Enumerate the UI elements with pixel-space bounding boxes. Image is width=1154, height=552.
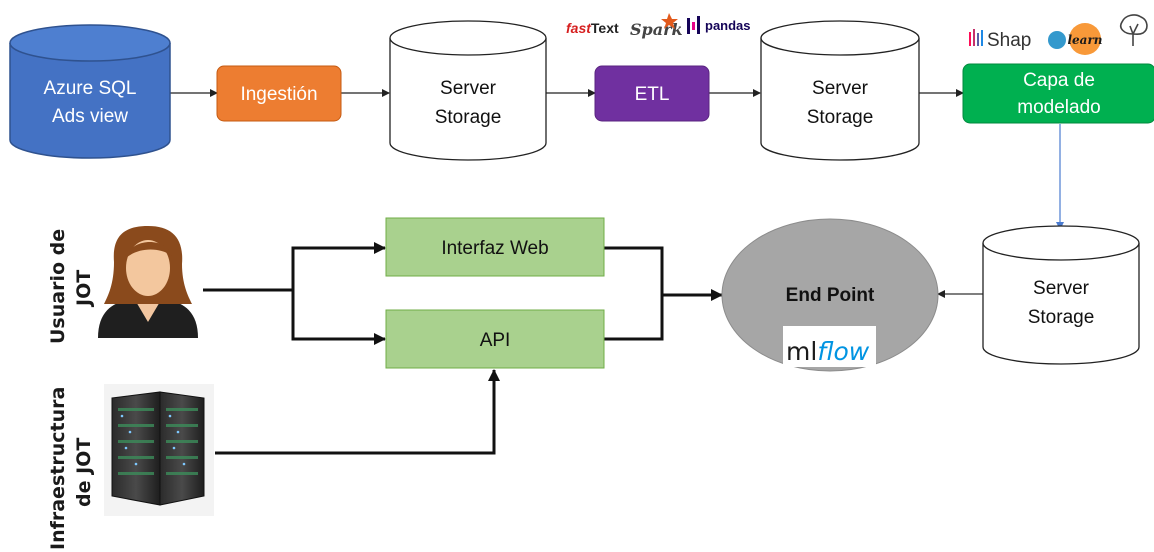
- storage1-label-line1: Server: [440, 78, 497, 99]
- api-label: API: [480, 330, 511, 351]
- mlflow-logo-bg: [783, 326, 876, 367]
- azure-label-line1: Azure SQL: [44, 78, 137, 99]
- infra-side-label-line1: Infraestructura: [47, 387, 69, 550]
- storage3-label-line1: Server: [1033, 278, 1090, 299]
- sklearn-blue-circle: [1048, 31, 1066, 49]
- spark-logo: Spark: [630, 20, 683, 39]
- line-web-to-endpoint: [604, 246, 723, 301]
- server-rack-icon: [104, 384, 214, 516]
- shap-logo: Shap: [987, 30, 1031, 51]
- storage1-label-line2: Storage: [435, 107, 502, 128]
- endpoint-node: End Point mlflow: [721, 218, 939, 372]
- bottom-connectors: [203, 242, 983, 455]
- etl-node: ETL: [594, 65, 710, 122]
- mlflow-logo-flow: flow: [817, 337, 869, 366]
- etl-tool-logos: fastText Spark pandas: [566, 13, 751, 39]
- pandas-bars-icon: [687, 16, 700, 34]
- storage2-label-line2: Storage: [807, 107, 874, 128]
- fasttext-logo-text: Text: [591, 20, 619, 36]
- mlflow-logo: mlflow: [786, 337, 870, 366]
- endpoint-label: End Point: [786, 285, 875, 306]
- line-api-to-endpoint: [604, 295, 664, 341]
- line-user-to-web: [203, 242, 386, 292]
- sklearn-orange-circle: [1069, 23, 1101, 55]
- storage3-label-line2: Storage: [1028, 307, 1095, 328]
- modeling-node: Capa de modelado: [962, 63, 1154, 124]
- web-interface-node: Interfaz Web: [385, 217, 605, 277]
- api-node: API: [385, 309, 605, 369]
- server-storage-1: Server Storage: [389, 20, 547, 161]
- fasttext-logo: fastText: [566, 20, 619, 36]
- tree-logo-icon: [1119, 14, 1148, 46]
- ingestion-node: Ingestión: [216, 65, 342, 122]
- line-user-to-api: [291, 290, 386, 345]
- sklearn-logo: learn: [1067, 33, 1102, 47]
- line-infra-to-api: [215, 369, 500, 455]
- user-avatar-icon: [98, 226, 198, 338]
- modeling-tool-logos: Shap learn: [969, 14, 1148, 55]
- azure-sql-node: Azure SQL Ads view: [9, 24, 171, 159]
- fasttext-logo-fast: fast: [566, 20, 592, 36]
- modeling-label-line1: Capa de: [1023, 70, 1095, 91]
- top-connectors: [170, 89, 1064, 230]
- modeling-label-line2: modelado: [1017, 97, 1100, 118]
- pandas-logo: pandas: [705, 18, 751, 33]
- azure-label-line2: Ads view: [52, 106, 128, 127]
- ingestion-label: Ingestión: [240, 84, 317, 105]
- spark-star-icon: [661, 13, 678, 29]
- server-storage-3: Server Storage: [982, 225, 1140, 365]
- user-side-label-line2: JOT: [73, 270, 95, 308]
- storage2-label-line1: Server: [812, 78, 869, 99]
- web-label: Interfaz Web: [441, 238, 548, 259]
- mlflow-logo-ml: ml: [786, 337, 817, 366]
- server-storage-2: Server Storage: [760, 20, 920, 161]
- etl-label: ETL: [635, 84, 670, 105]
- user-side-label-line1: Usuario de: [47, 229, 69, 344]
- infra-side-label-line2: de JOT: [73, 438, 95, 507]
- shap-bars-icon: [969, 29, 983, 46]
